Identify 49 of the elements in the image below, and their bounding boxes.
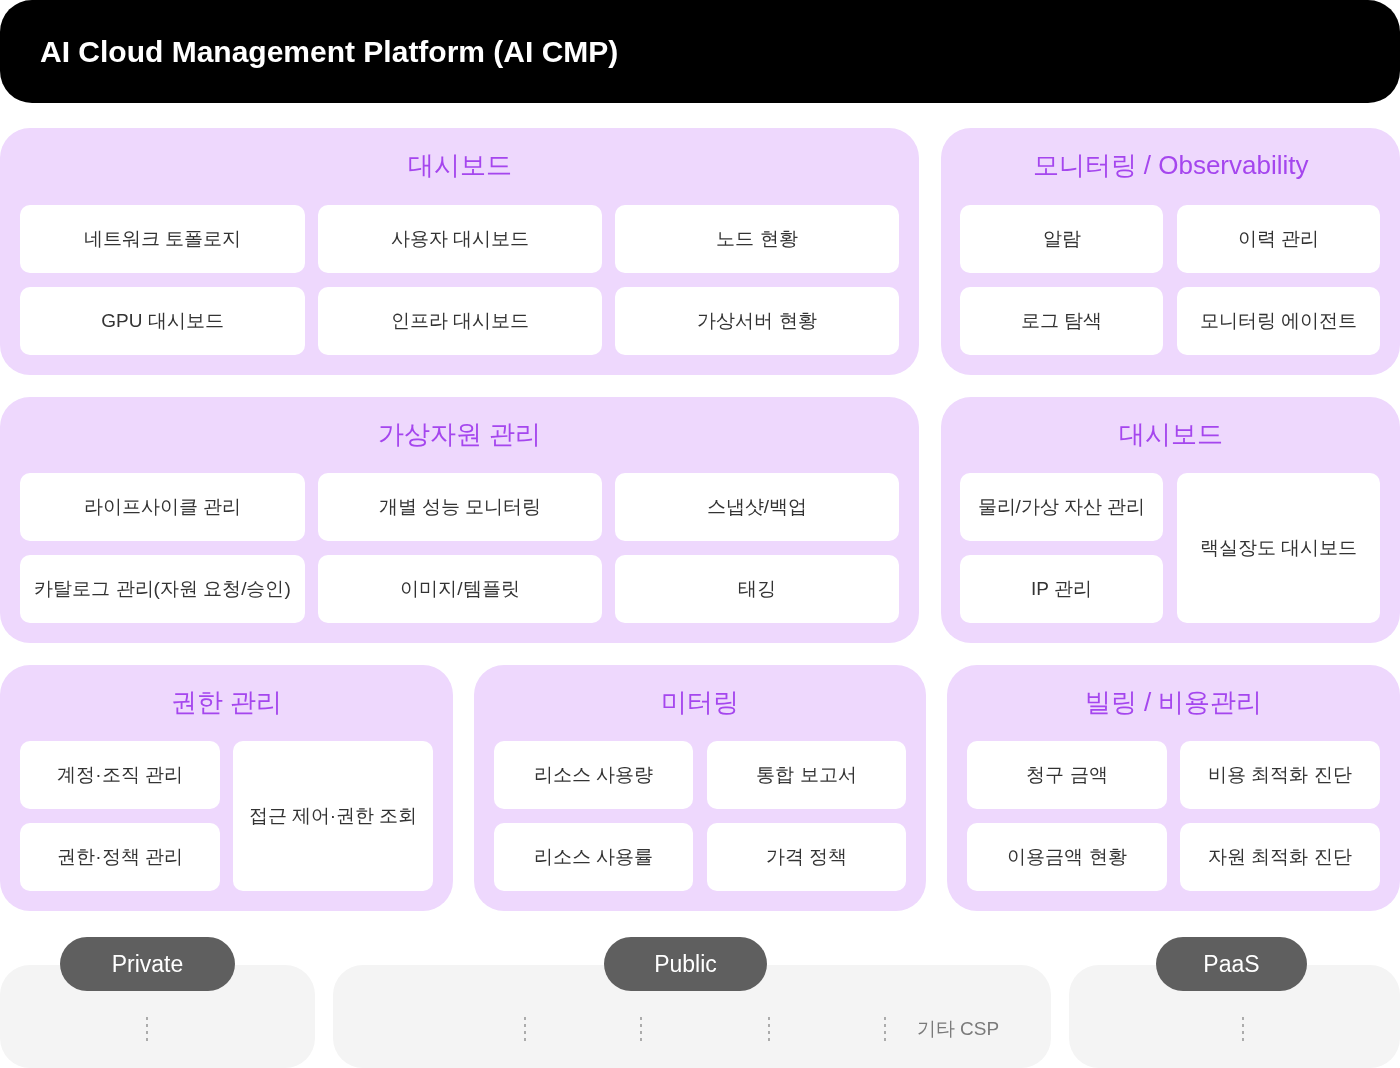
category-pill: PaaS bbox=[1156, 937, 1307, 991]
feature-box: 랙실장도 대시보드 bbox=[1177, 473, 1380, 623]
feature-box: 인프라 대시보드 bbox=[318, 287, 602, 355]
group-panel bbox=[0, 665, 453, 911]
feature-box: 계정·조직 관리 bbox=[20, 741, 220, 809]
group-panel bbox=[941, 128, 1400, 375]
feature-box: 권한·정책 관리 bbox=[20, 823, 220, 891]
feature-box: 알람 bbox=[960, 205, 1163, 273]
feature-box: 청구 금액 bbox=[967, 741, 1167, 809]
feature-box: 리소스 사용률 bbox=[494, 823, 693, 891]
feature-box: IP 관리 bbox=[960, 555, 1163, 623]
feature-box: GPU 대시보드 bbox=[20, 287, 305, 355]
feature-box: 물리/가상 자산 관리 bbox=[960, 473, 1163, 541]
feature-box: 노드 현황 bbox=[615, 205, 899, 273]
panel-heading: 빌링 / 비용관리 bbox=[1084, 686, 1263, 719]
panel-heading: 대시보드 bbox=[407, 149, 512, 182]
category-pill: Public bbox=[604, 937, 767, 991]
feature-box: 사용자 대시보드 bbox=[318, 205, 602, 273]
panel-heading: 대시보드 bbox=[1118, 418, 1223, 451]
feature-box: 이미지/템플릿 bbox=[318, 555, 602, 623]
feature-box: 통합 보고서 bbox=[707, 741, 906, 809]
feature-box: 자원 최적화 진단 bbox=[1180, 823, 1380, 891]
group-panel bbox=[941, 397, 1400, 643]
group-panel bbox=[947, 665, 1400, 911]
panel-heading: 가상자원 관리 bbox=[377, 418, 542, 451]
feature-box: 스냅샷/백업 bbox=[615, 473, 899, 541]
feature-box: 로그 탐색 bbox=[960, 287, 1163, 355]
group-panel bbox=[474, 665, 926, 911]
category-pill: Private bbox=[60, 937, 235, 991]
feature-box: 리소스 사용량 bbox=[494, 741, 693, 809]
feature-box: 가상서버 현황 bbox=[615, 287, 899, 355]
feature-box: 모니터링 에이전트 bbox=[1177, 287, 1380, 355]
group-panel bbox=[0, 128, 919, 375]
title-bar: AI Cloud Management Platform (AI CMP) bbox=[0, 0, 1400, 103]
feature-box: 이용금액 현황 bbox=[967, 823, 1167, 891]
feature-box: 태깅 bbox=[615, 555, 899, 623]
group-panel bbox=[0, 397, 919, 643]
feature-box: 가격 정책 bbox=[707, 823, 906, 891]
panel-heading: 권한 관리 bbox=[170, 686, 283, 719]
feature-box: 네트워크 토폴로지 bbox=[20, 205, 305, 273]
panel-heading: 모니터링 / Observability bbox=[1032, 149, 1309, 182]
feature-box: 라이프사이클 관리 bbox=[20, 473, 305, 541]
panel-heading: 미터링 bbox=[661, 686, 739, 719]
feature-box: 개별 성능 모니터링 bbox=[318, 473, 602, 541]
feature-box: 접근 제어·권한 조회 bbox=[233, 741, 433, 891]
feature-box: 이력 관리 bbox=[1177, 205, 1380, 273]
feature-box: 카탈로그 관리(자원 요청/승인) bbox=[20, 555, 305, 623]
provider-label: 기타 CSP bbox=[916, 1017, 1000, 1041]
feature-box: 비용 최적화 진단 bbox=[1180, 741, 1380, 809]
